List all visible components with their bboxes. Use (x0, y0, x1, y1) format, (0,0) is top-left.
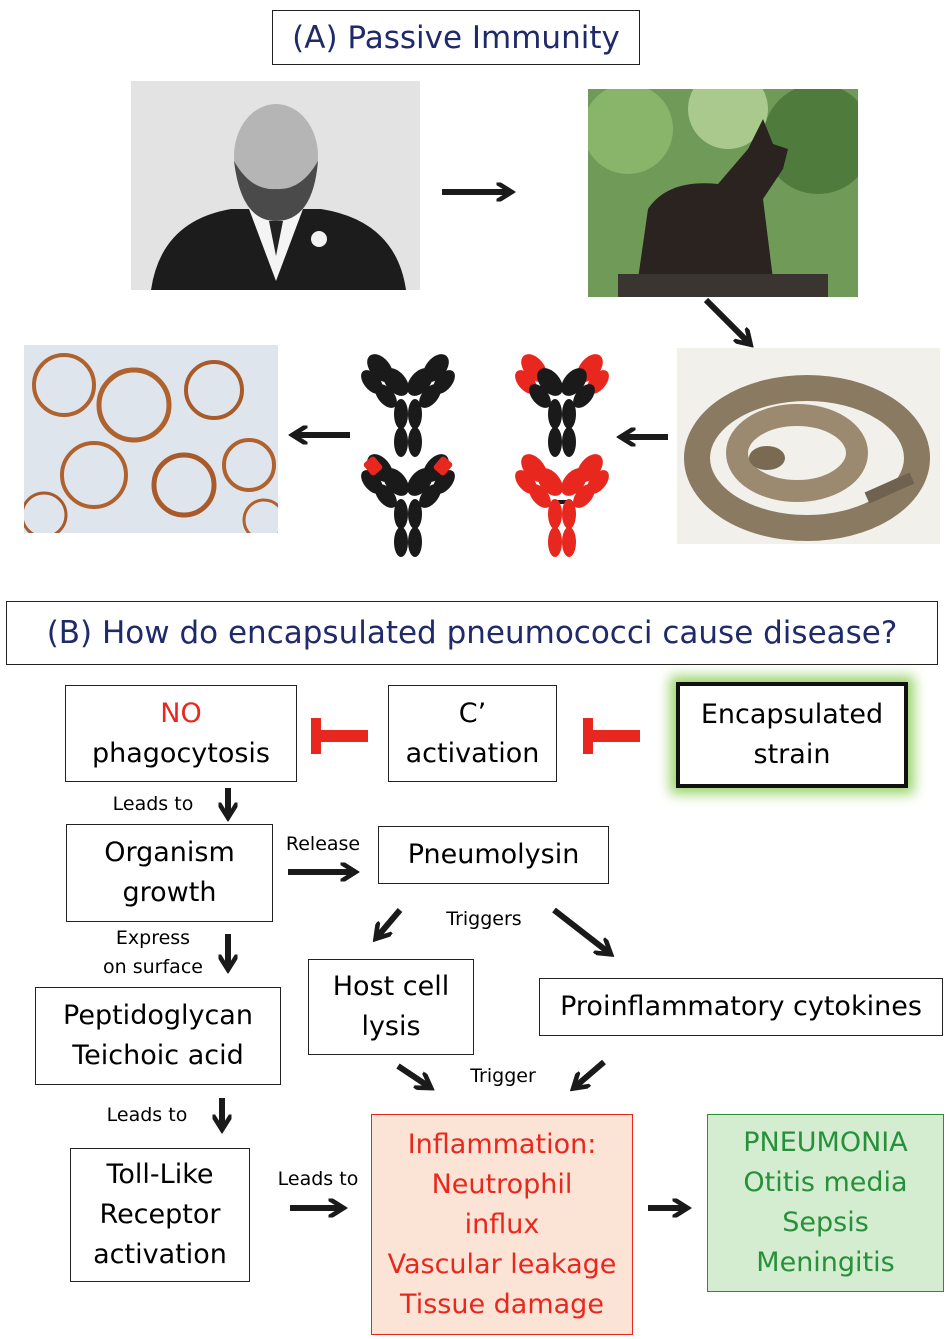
influx-label: influx (464, 1208, 540, 1240)
pneumonia-label: PNEUMONIA (743, 1127, 908, 1158)
encapsulated-label: Encapsulated (700, 699, 884, 730)
edge-label-leads-to-3: Leads to (277, 1168, 359, 1190)
otitis-media-label: Otitis media (743, 1167, 908, 1198)
host-cell-label: Host cell (332, 971, 450, 1002)
dog-statue-photo (588, 89, 858, 297)
edge-label-trigger: Trigger (470, 1065, 536, 1087)
node-c-activation: C’ activation (388, 685, 557, 782)
edge-label-express: Express on surface (88, 924, 218, 982)
arrow-pneumolysin-to-host-lysis (378, 908, 403, 936)
tlr-activation-label: activation (93, 1239, 227, 1270)
activation-label: activation (405, 737, 540, 769)
edge-label-leads-to-1: Leads to (112, 793, 194, 815)
pneumolysin-label: Pneumolysin (407, 839, 580, 870)
inflammation-label: Inflammation: (407, 1128, 597, 1160)
inhibit-c-activation-to-phagocytosis (311, 718, 368, 754)
growth-label: growth (122, 877, 217, 908)
node-host-cell-lysis: Host cell lysis (308, 959, 474, 1055)
neutrophil-label: Neutrophil (431, 1168, 573, 1200)
express-label: Express (115, 927, 191, 949)
node-peptidoglycan: Peptidoglycan Teichoic acid (35, 987, 281, 1085)
sepsis-label: Sepsis (782, 1207, 869, 1238)
node-pneumolysin: Pneumolysin (378, 826, 609, 884)
antibody-humanized (361, 454, 455, 557)
vascular-leakage-label: Vascular leakage (387, 1248, 617, 1280)
node-tlr-activation: Toll-Like Receptor activation (70, 1148, 250, 1282)
cytokines-label: Proinflammatory cytokines (560, 991, 922, 1022)
meningitis-label: Meningitis (756, 1247, 895, 1278)
ihc-stain-photo (24, 345, 278, 533)
node-encapsulated-strain: Encapsulated strain (676, 682, 908, 788)
lysis-label: lysis (361, 1011, 421, 1042)
tissue-damage-label: Tissue damage (400, 1288, 604, 1320)
panel-b-title-box: (B) How do encapsulated pneumococci caus… (6, 601, 938, 665)
arrow-host-lysis-to-inflammation (396, 1063, 428, 1086)
arrow-pneumolysin-to-cytokines (552, 907, 608, 952)
edge-label-release: Release (285, 833, 361, 855)
receptor-label: Receptor (99, 1199, 221, 1230)
panel-a-title: (A) Passive Immunity (292, 19, 620, 56)
node-inflammation: Inflammation: Neutrophil influx Vascular… (371, 1114, 633, 1335)
node-disease-outcomes: PNEUMONIA Otitis media Sepsis Meningitis (707, 1114, 944, 1292)
toll-like-label: Toll-Like (106, 1159, 214, 1190)
panel-b-title: (B) How do encapsulated pneumococci caus… (46, 615, 898, 651)
edge-label-triggers: Triggers (446, 908, 522, 930)
antibody-chimeric (515, 354, 609, 457)
panel-a-title-box: (A) Passive Immunity (272, 10, 640, 65)
arrow-cytokines-to-inflammation (576, 1059, 606, 1086)
node-no-phagocytosis: NO phagocytosis (65, 685, 297, 782)
c-prime-label: C’ (458, 697, 487, 729)
on-surface-label: on surface (103, 956, 203, 978)
antibody-murine (361, 354, 455, 457)
antibody-human (515, 454, 609, 557)
node-proinflammatory-cytokines: Proinflammatory cytokines (539, 978, 943, 1036)
strain-label: strain (753, 739, 831, 770)
rattlesnake-photo (677, 348, 940, 544)
inhibit-encapsulated-to-c-activation (583, 718, 640, 754)
no-label: NO (160, 697, 202, 729)
phagocytosis-label: phagocytosis (91, 737, 271, 769)
portrait-photo (131, 81, 420, 290)
peptidoglycan-label: Peptidoglycan (63, 1000, 253, 1031)
arrow-dog-to-snake (703, 297, 748, 342)
edge-label-leads-to-2: Leads to (106, 1104, 188, 1126)
node-organism-growth: Organism growth (66, 824, 273, 922)
organism-label: Organism (104, 837, 235, 868)
teichoic-acid-label: Teichoic acid (72, 1040, 244, 1071)
